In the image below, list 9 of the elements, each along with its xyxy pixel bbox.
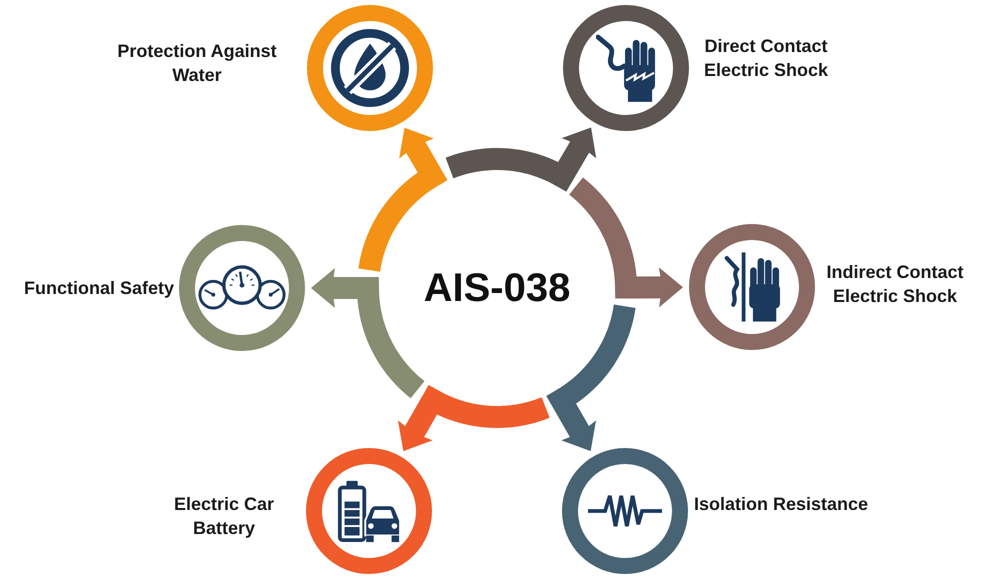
center-title: AIS-038: [424, 265, 570, 311]
node-label: Functional Safety: [22, 277, 174, 300]
curved-arrow: [568, 177, 684, 308]
node-label: Protection Against Water: [116, 40, 278, 87]
node-label: Indirect Contact Electric Shock: [825, 261, 964, 308]
node-label: Isolation Resistance: [694, 493, 870, 516]
node-label: Electric Car Battery: [172, 493, 276, 540]
node-label: Direct Contact Electric Shock: [702, 35, 830, 82]
curved-arrow: [311, 268, 426, 398]
